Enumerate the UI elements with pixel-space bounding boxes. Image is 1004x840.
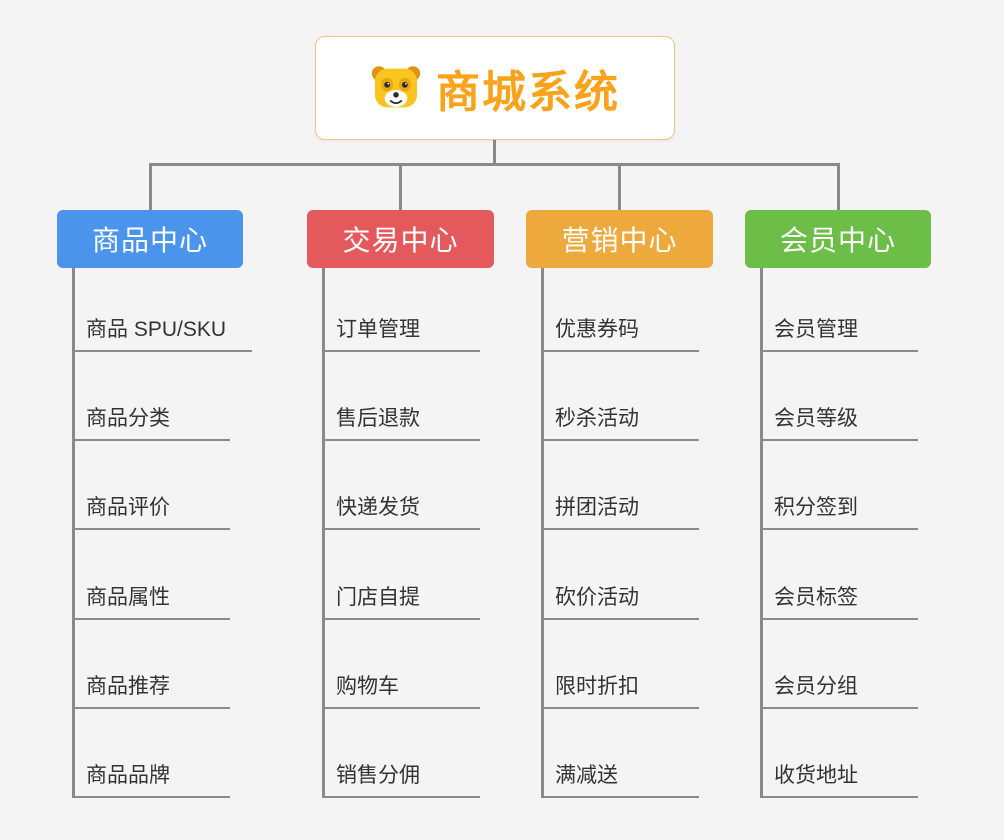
topic-item[interactable]: 会员管理: [760, 307, 918, 352]
root-topic[interactable]: 商城系统: [315, 36, 675, 140]
branch-node-marketing-center[interactable]: 营销中心: [526, 210, 713, 268]
topic-item[interactable]: 商品推荐: [72, 664, 230, 709]
connector-trunk: [72, 268, 75, 798]
topic-item[interactable]: 销售分佣: [322, 753, 480, 798]
connector-trunk: [541, 268, 544, 798]
topic-item[interactable]: 积分签到: [760, 485, 918, 530]
topic-item[interactable]: 售后退款: [322, 396, 480, 441]
connector-line: [399, 163, 402, 210]
connector-line: [837, 163, 840, 210]
dog-face-icon: [370, 63, 422, 113]
topic-item[interactable]: 优惠券码: [541, 307, 699, 352]
connector-trunk: [322, 268, 325, 798]
topic-item[interactable]: 收货地址: [760, 753, 918, 798]
topic-item[interactable]: 满减送: [541, 753, 699, 798]
branch-node-trade-center[interactable]: 交易中心: [307, 210, 494, 268]
topic-item[interactable]: 会员标签: [760, 575, 918, 620]
topic-item[interactable]: 商品分类: [72, 396, 230, 441]
topic-item[interactable]: 商品品牌: [72, 753, 230, 798]
topic-item[interactable]: 砍价活动: [541, 575, 699, 620]
connector-line: [493, 140, 496, 166]
topic-item[interactable]: 购物车: [322, 664, 480, 709]
topic-item[interactable]: 限时折扣: [541, 664, 699, 709]
branch-node-member-center[interactable]: 会员中心: [745, 210, 931, 268]
topic-item[interactable]: 商品属性: [72, 575, 230, 620]
topic-item[interactable]: 会员分组: [760, 664, 918, 709]
connector-line: [149, 163, 152, 210]
topic-item[interactable]: 会员等级: [760, 396, 918, 441]
connector-line: [149, 163, 840, 166]
branch-node-product-center[interactable]: 商品中心: [57, 210, 243, 268]
topic-item[interactable]: 商品评价: [72, 485, 230, 530]
topic-item[interactable]: 拼团活动: [541, 485, 699, 530]
topic-item[interactable]: 商品 SPU/SKU: [72, 307, 253, 352]
connector-trunk: [760, 268, 763, 798]
topic-item[interactable]: 订单管理: [322, 307, 480, 352]
connector-line: [618, 163, 621, 210]
topic-item[interactable]: 秒杀活动: [541, 396, 699, 441]
topic-item[interactable]: 快递发货: [322, 485, 480, 530]
root-topic-title: 商城系统: [436, 68, 620, 117]
topic-item[interactable]: 门店自提: [322, 575, 480, 620]
